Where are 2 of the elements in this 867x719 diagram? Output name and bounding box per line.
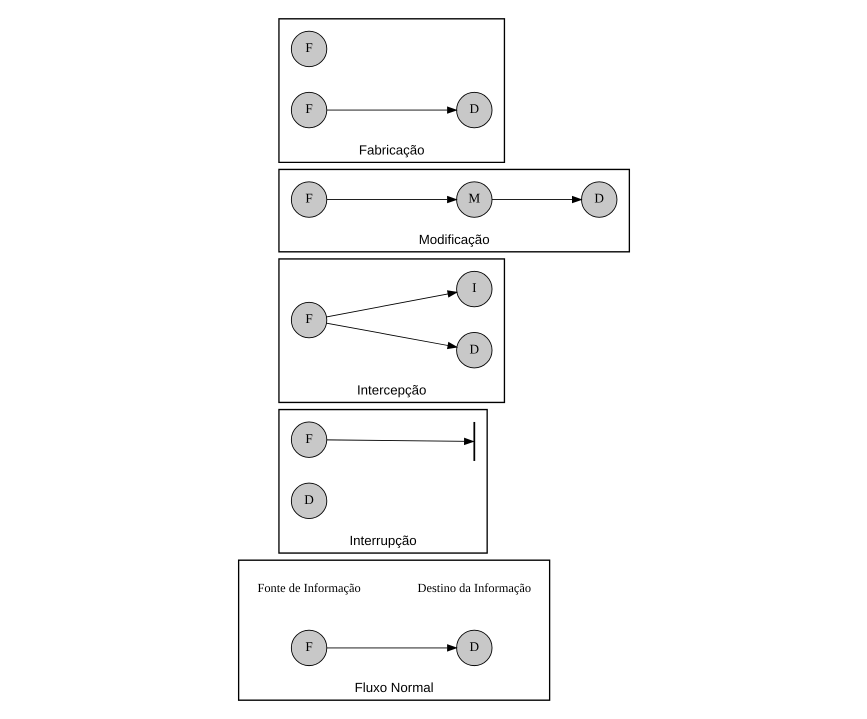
node-label: Fonte de Informação xyxy=(256,580,360,595)
node-label: Destino da Informação xyxy=(417,580,531,595)
